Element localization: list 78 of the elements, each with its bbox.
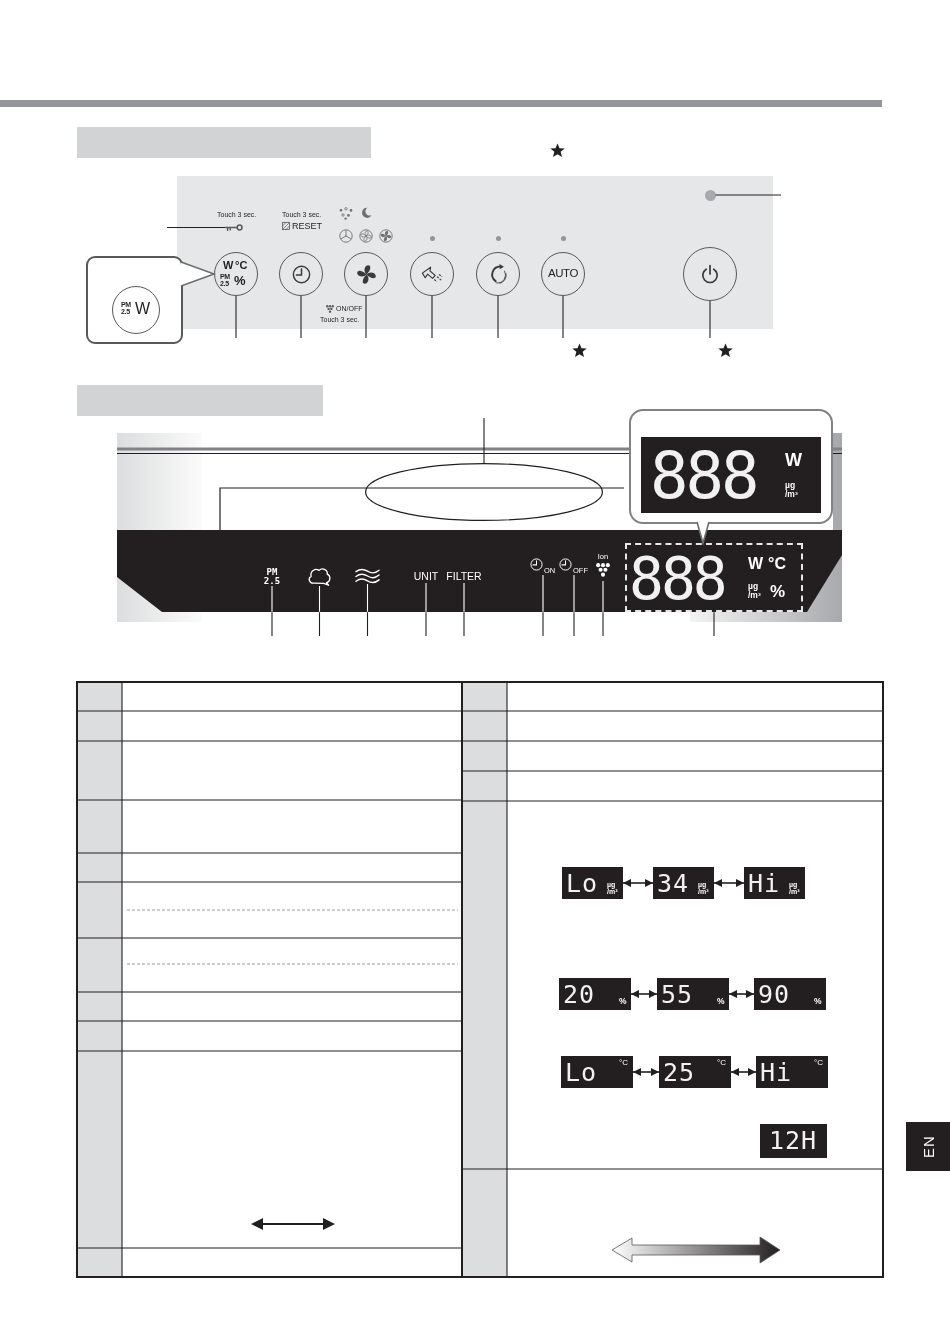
cloud-icon [307,567,332,586]
display-value: 12H [769,1128,818,1153]
digit-readout: 888 [650,444,757,508]
leader-line [431,295,433,339]
key-icon [225,224,243,231]
display-panel [117,530,842,612]
leader-line [713,611,715,637]
display-readout-frame [625,543,803,612]
mini-display [559,978,631,1010]
mini-display [744,867,805,899]
leader-line [425,582,427,637]
leader-line [602,580,604,637]
section-heading-band [77,127,371,158]
unit-label: % [619,997,627,1006]
leader-line [271,585,273,637]
unit-label: % [770,583,786,600]
filter-indicator: FILTER [446,571,482,583]
display-value: Lo [565,1060,598,1085]
unit-label: W [748,556,764,572]
unit-label: °C [768,556,786,572]
mini-display [760,1124,827,1158]
leader-line [573,574,575,637]
leader-line [709,300,711,339]
double-arrow [632,1068,660,1076]
leader-line [542,574,544,637]
mini-display [561,1056,633,1088]
wave-icon [355,568,380,584]
double-arrow [630,990,658,998]
leader-line [365,295,367,339]
mini-display [659,1056,731,1088]
unit-label: °C [717,1059,726,1067]
display-value: 90 [758,982,791,1007]
display-value: 25 [663,1060,696,1085]
unit-label: % [717,997,725,1006]
pm-indicator: PM 2.5 [262,567,282,586]
magnified-display-callout [629,409,833,524]
callout-pointer [180,261,217,287]
leader-line [300,295,302,339]
display-value: 34 [657,871,690,896]
unit-label: µg /m³ [748,582,762,599]
reset-label: RESET [292,222,322,231]
mini-display [754,978,826,1010]
unit-label: W [785,451,802,469]
double-arrow [713,879,745,887]
display-value: 20 [563,982,596,1007]
double-arrow [730,1068,757,1076]
mini-display [653,867,714,899]
status-lamp-icon [704,189,716,201]
unit-label: µg /m³ [785,481,799,498]
mini-display [756,1056,828,1088]
mini-display [562,867,623,899]
display-value: Lo [566,871,599,896]
double-arrow [728,990,755,998]
leader-line [463,582,465,637]
leader-line [235,295,237,339]
leader-line [318,585,321,637]
leader-line [366,583,369,637]
display-value: Hi [748,871,781,896]
leader-line [166,226,226,229]
display-value: 55 [661,982,694,1007]
unit-indicator: UNIT [413,571,439,583]
leader-line [714,194,782,196]
leader-line [562,295,564,339]
unit-label: °C [814,1059,823,1067]
highlight-ellipse [365,463,603,521]
language-tab: EN [906,1122,950,1171]
leader-line [483,417,485,464]
section-heading-band [77,385,323,416]
digit-readout: 888 [629,550,725,608]
double-arrow [622,879,654,887]
unit-label: % [814,997,822,1006]
display-value: Hi [760,1060,793,1085]
leader-line [497,295,499,339]
magnifier-callout [86,256,183,344]
callout-pointer [696,521,710,546]
unit-label: °C [619,1059,628,1067]
mini-display [657,978,729,1010]
control-panel [177,176,773,329]
